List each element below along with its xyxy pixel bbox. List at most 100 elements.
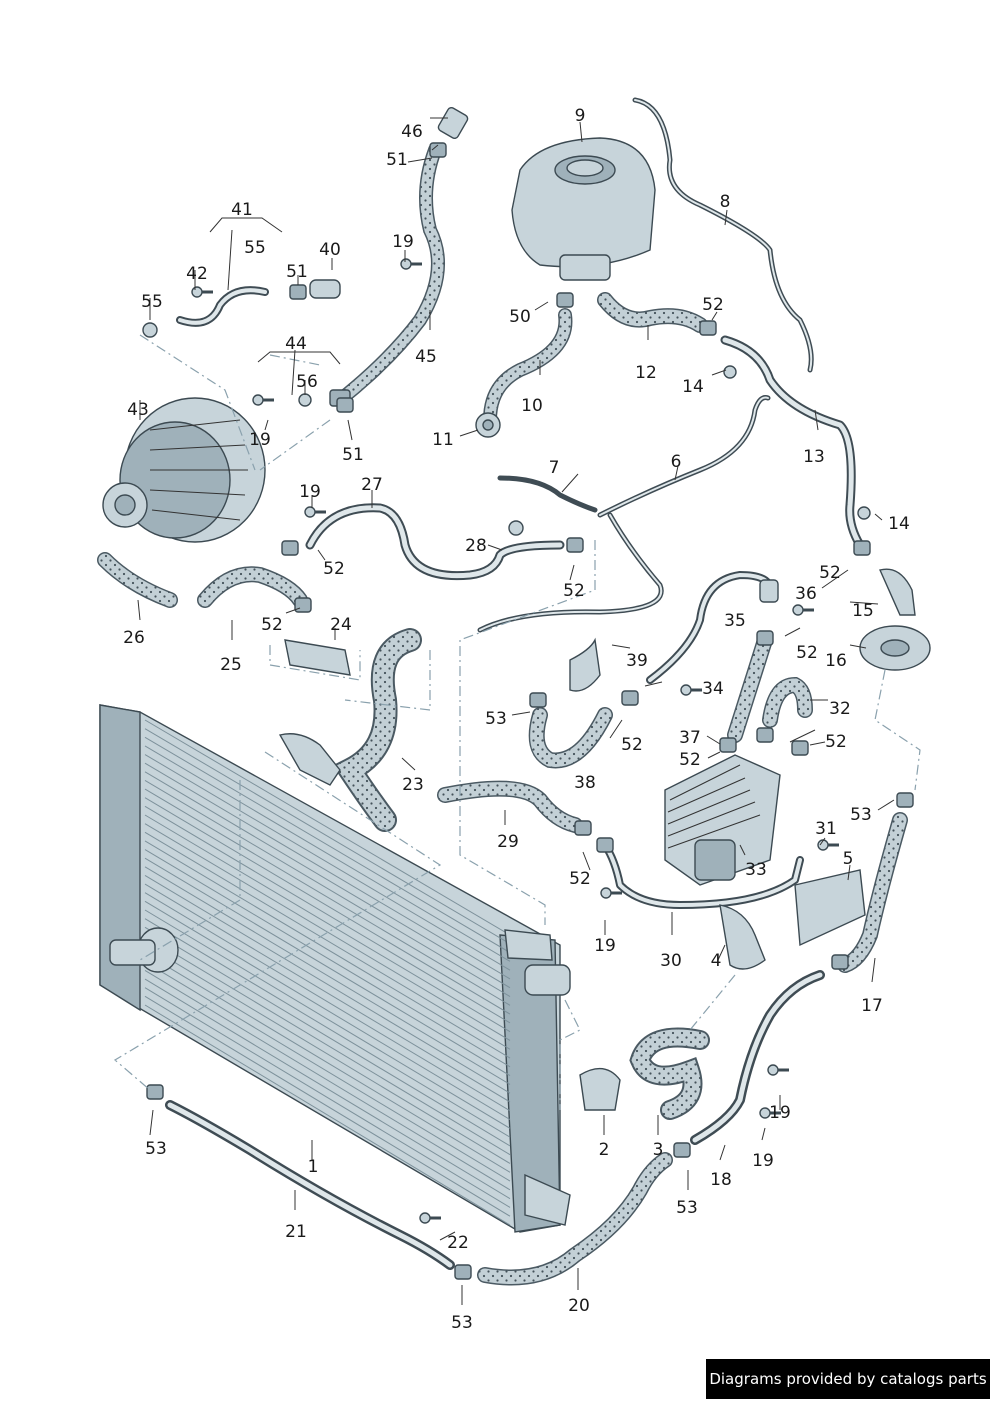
label-18: 18 xyxy=(710,1170,732,1190)
label-35: 35 xyxy=(724,611,746,631)
bolt xyxy=(817,839,839,851)
radiator-fin xyxy=(144,883,511,1103)
fittings xyxy=(142,107,931,1111)
radiator-fin xyxy=(144,840,511,1059)
bolt xyxy=(600,887,622,899)
label-19-a: 19 xyxy=(392,232,414,252)
label-43: 43 xyxy=(127,400,149,420)
radiator-fin xyxy=(144,754,511,971)
radiator-fin xyxy=(144,849,511,1068)
part-labels: 1 2 3 4 5 6 7 8 9 10 11 12 13 14 14 15 1… xyxy=(123,106,910,1333)
radiator-fin xyxy=(144,944,511,1164)
label-26: 26 xyxy=(123,628,145,648)
clamp xyxy=(699,320,717,336)
radiator-fin xyxy=(144,987,511,1208)
radiator-fin xyxy=(144,995,511,1217)
label-25: 25 xyxy=(220,655,242,675)
clamp xyxy=(673,1142,691,1158)
label-52-c: 52 xyxy=(563,581,585,601)
radiator-fin xyxy=(144,797,511,1015)
clamp xyxy=(556,292,574,308)
label-37: 37 xyxy=(679,728,701,748)
label-39: 39 xyxy=(626,651,648,671)
label-40: 40 xyxy=(319,240,341,260)
label-1: 1 xyxy=(308,1157,319,1177)
label-33: 33 xyxy=(745,860,767,880)
label-19-b: 19 xyxy=(249,430,271,450)
label-19-c: 19 xyxy=(299,482,321,502)
bolt xyxy=(759,1107,781,1119)
label-4: 4 xyxy=(711,951,722,971)
clamp xyxy=(596,837,614,853)
clamp xyxy=(529,692,547,708)
radiator-fin xyxy=(144,805,511,1024)
label-52-e: 52 xyxy=(819,563,841,583)
clamp xyxy=(853,540,871,556)
clamp xyxy=(719,737,737,753)
label-20: 20 xyxy=(568,1296,590,1316)
label-38: 38 xyxy=(574,773,596,793)
radiator-fin xyxy=(144,892,511,1112)
radiator-fin xyxy=(144,961,511,1182)
label-52-h: 52 xyxy=(679,750,701,770)
label-51-a: 51 xyxy=(386,150,408,170)
pipes xyxy=(165,97,865,1270)
hoses xyxy=(97,143,908,1286)
label-42: 42 xyxy=(186,264,208,284)
label-5: 5 xyxy=(843,849,854,869)
radiator-fin xyxy=(144,780,511,997)
label-17: 17 xyxy=(861,996,883,1016)
assembly-lines xyxy=(113,334,921,1110)
radiator-fin xyxy=(144,900,511,1120)
label-56: 56 xyxy=(296,372,318,392)
radiator-fin xyxy=(144,1004,511,1226)
label-36: 36 xyxy=(795,584,817,604)
radiator-fin xyxy=(144,918,511,1138)
label-51-b: 51 xyxy=(286,262,308,282)
label-9: 9 xyxy=(575,106,586,126)
bolts xyxy=(191,258,839,1224)
leader-lines xyxy=(137,117,895,1305)
label-14-a: 14 xyxy=(682,377,704,397)
clamp xyxy=(429,142,447,158)
clamp xyxy=(791,740,809,756)
radiator-fin xyxy=(144,762,511,980)
radiator-fin xyxy=(144,814,511,1033)
label-28: 28 xyxy=(465,536,487,556)
radiator-fin xyxy=(144,788,511,1006)
clamp xyxy=(454,1264,472,1280)
label-53-c: 53 xyxy=(145,1139,167,1159)
label-46: 46 xyxy=(401,122,423,142)
label-55-b: 55 xyxy=(141,292,163,312)
label-14-b: 14 xyxy=(888,514,910,534)
label-3: 3 xyxy=(653,1140,664,1160)
radiator-fin xyxy=(144,866,511,1085)
clamp xyxy=(336,397,354,413)
label-52-d: 52 xyxy=(261,615,283,635)
clamp xyxy=(756,727,774,743)
radiator-fin xyxy=(144,909,511,1129)
label-6: 6 xyxy=(671,452,682,472)
credit-banner: Diagrams provided by catalogs parts xyxy=(706,1359,990,1399)
label-30: 30 xyxy=(660,951,682,971)
label-23: 23 xyxy=(402,775,424,795)
label-11: 11 xyxy=(432,430,454,450)
bolt xyxy=(767,1064,789,1076)
clamp xyxy=(831,954,849,970)
radiator-fin xyxy=(144,719,511,936)
radiator-fin xyxy=(144,952,511,1173)
label-19-d: 19 xyxy=(594,936,616,956)
label-52-g: 52 xyxy=(621,735,643,755)
label-52-j: 52 xyxy=(569,869,591,889)
radiator-fin xyxy=(144,771,511,989)
label-12: 12 xyxy=(635,363,657,383)
label-34: 34 xyxy=(702,679,724,699)
label-15: 15 xyxy=(852,601,874,621)
label-31: 31 xyxy=(815,819,837,839)
label-29: 29 xyxy=(497,832,519,852)
label-41: 41 xyxy=(231,200,253,220)
label-52-b: 52 xyxy=(323,559,345,579)
radiator-fin xyxy=(144,926,511,1147)
label-45: 45 xyxy=(415,347,437,367)
